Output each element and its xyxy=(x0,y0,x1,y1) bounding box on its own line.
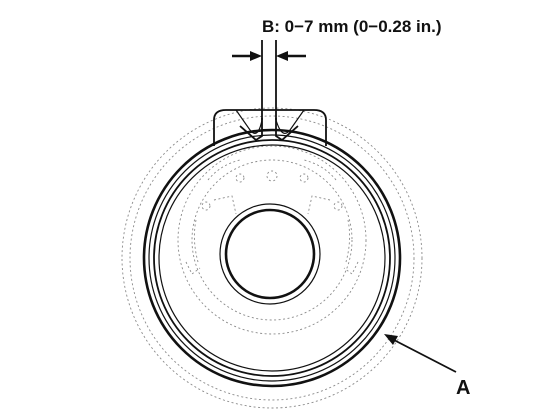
callout-a-leader xyxy=(384,334,457,373)
dimension-arrows xyxy=(232,51,306,61)
bearing-face xyxy=(177,145,367,335)
gap-extension-lines xyxy=(261,40,277,120)
dimension-b-label: B: 0−7 mm (0−0.28 in.) xyxy=(262,17,442,36)
callout-a-label: A xyxy=(456,377,470,399)
center-hub xyxy=(219,203,321,305)
outer-housing-outline xyxy=(121,107,423,409)
seal-ring xyxy=(142,128,402,388)
